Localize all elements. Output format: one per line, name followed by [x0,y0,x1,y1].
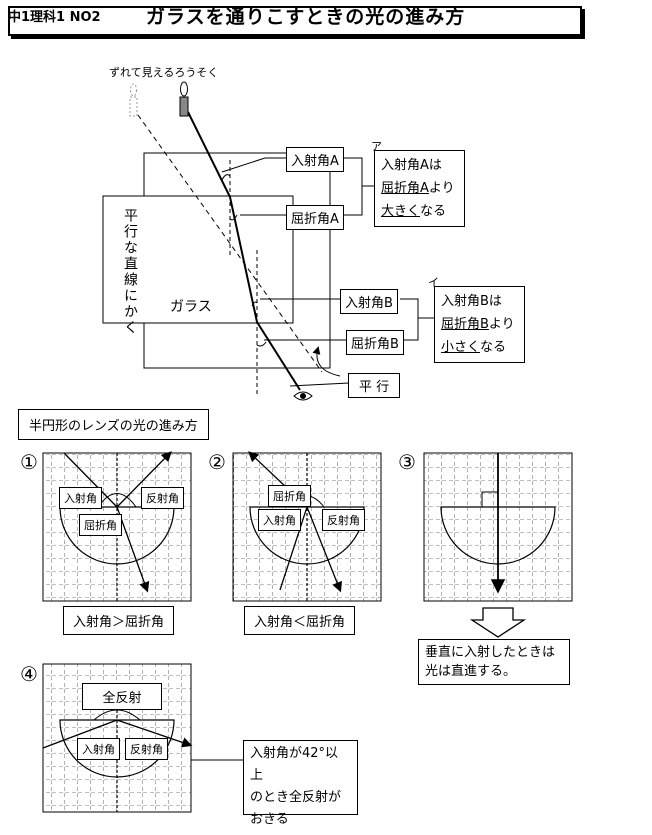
vertical-note: 平行な直線にかく [122,208,138,336]
label-refraction-a: 屈折角A [286,205,344,230]
d1-label-incidence: 入射角 [59,487,102,509]
d4-caption-line3: おきる [250,812,289,827]
d4-caption-line2: のとき全反射が [250,790,342,805]
note-a-line1: 入射角Aは [381,158,442,173]
d3-caption: 垂直に入射したときは 光は直進する。 [418,639,570,685]
d3-caption-line2: 光は直進する。 [425,664,517,679]
d1-caption: 入射角＞屈折角 [63,606,175,635]
d4-title: 全反射 [82,683,162,710]
d4-label-reflection: 反射角 [125,738,168,760]
d2-caption: 入射角＜屈折角 [244,606,356,635]
note-a-line2-rest: より [428,181,455,196]
diagram-2-number: ② [208,450,226,474]
glass-experiment [102,81,434,401]
d3-caption-line1: 垂直に入射したときは [425,645,556,660]
diagram-3-number: ③ [398,450,416,474]
diagram-1-number: ① [20,450,38,474]
header-box [8,6,582,36]
page-title: ガラスを通りこすときの光の進み方 [146,6,466,28]
glass-label: ガラス [170,299,212,315]
note-a-line3-rest: なる [420,204,447,219]
d2-label-reflection: 反射角 [322,509,365,531]
candle-ghost-icon [129,83,138,117]
header-code: 中1理科1 NO2 [8,10,101,25]
note-a: 入射角Aは 屈折角Aより 大きくなる [374,150,465,227]
d2-label-incidence: 入射角 [258,509,301,531]
d4-caption-line1: 入射角が42°以上 [250,746,339,783]
d2-label-refraction: 屈折角 [268,485,311,507]
note-b-line3-underlined: 小さく [441,340,481,355]
note-b-line2-rest: より [488,317,515,332]
note-a-line3-underlined: 大きく [381,204,421,219]
mark-a: ア [371,140,382,153]
d1-label-refraction: 屈折角 [79,514,122,536]
note-b: 入射角Bは 屈折角Bより 小さくなる [434,286,525,363]
note-a-line2-underlined: 屈折角A [381,181,429,196]
label-refraction-b: 屈折角B [346,330,404,355]
mark-b: イ [428,276,439,289]
eye-icon [293,391,313,401]
label-incidence-b: 入射角B [340,289,398,314]
lens-diagram-3 [423,452,573,638]
d4-caption: 入射角が42°以上 のとき全反射が おきる [243,740,358,827]
diagram-4-number: ④ [20,662,38,686]
section-title: 半円形のレンズの光の進み方 [18,409,209,440]
d4-label-incidence: 入射角 [77,738,120,760]
d1-label-reflection: 反射角 [141,487,184,509]
label-incidence-a: 入射角A [286,147,344,172]
note-b-line1: 入射角Bは [441,294,502,309]
note-b-line2-underlined: 屈折角B [441,317,489,332]
candle-icon [179,81,189,117]
candle-caption: ずれて見えるろうそく [109,66,219,79]
label-parallel: 平 行 [348,373,401,398]
note-b-line3-rest: なる [480,340,507,355]
